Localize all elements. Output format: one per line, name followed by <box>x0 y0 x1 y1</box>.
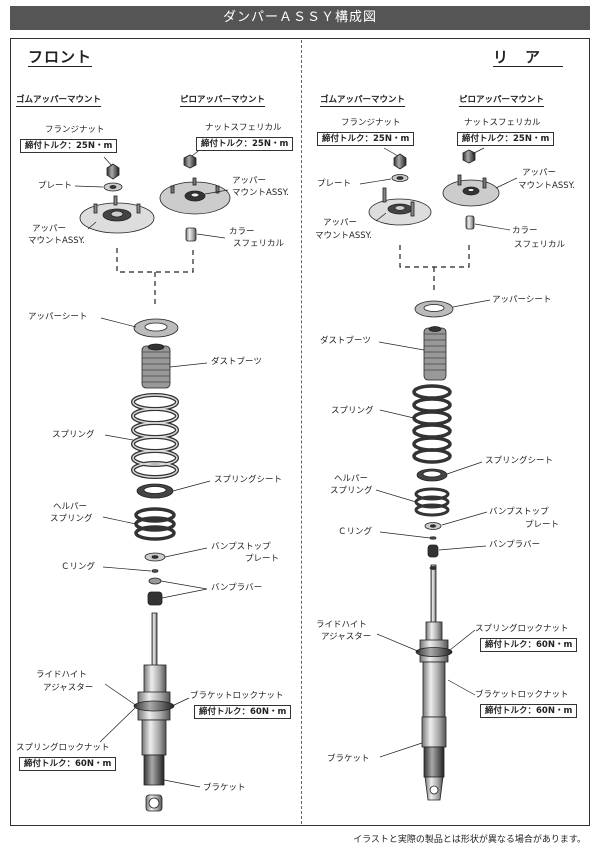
rear-dust-boots <box>423 326 447 381</box>
front-rubber-mount-heading: ゴムアッパーマウント <box>16 95 102 107</box>
rear-pillow-mount-assy-line1: アッパー <box>522 168 557 178</box>
rear-upper-seat-label: アッパーシート <box>492 295 552 305</box>
disclaimer-note: イラストと実際の製品とは形状が異なる場合があります。 <box>353 835 586 845</box>
rear-nut-spherical-label: ナットスフェリカル <box>464 118 541 128</box>
rear-rubber-mount-assy-line2: マウントASSY. <box>315 231 372 241</box>
rear-bracket-label: ブラケット <box>327 754 370 764</box>
center-divider <box>301 40 302 824</box>
rear-bracket-lock-nut-torque: 締付トルク：60N・m <box>480 704 578 718</box>
diagram-frame <box>10 38 590 826</box>
rear-ride-height-line1: ライドハイト <box>316 620 367 630</box>
rear-nut-spherical <box>462 149 476 164</box>
rear-helper-spring-line1: ヘルパー <box>334 474 369 484</box>
front-assembly <box>79 154 231 812</box>
rear-plate-label: プレート <box>317 179 352 189</box>
front-ride-height-line2: アジャスター <box>43 683 94 693</box>
rear-rubber-mount-heading: ゴムアッパーマウント <box>320 95 406 107</box>
front-ride-height-line1: ライドハイト <box>36 670 87 680</box>
rear-heading: リ ア <box>493 48 563 67</box>
front-collar-spherical <box>185 227 197 242</box>
front-collar-line2: スフェリカル <box>233 239 285 249</box>
front-bump-stop-plate-line2: プレート <box>245 554 280 564</box>
front-collar-line1: カラー <box>229 227 255 237</box>
rear-collar-spherical <box>465 215 475 230</box>
front-flange-nut-torque: 締付トルク：25N・m <box>20 139 118 153</box>
rear-spring-lock-nut-label: スプリングロックナット <box>475 624 569 634</box>
front-helper-spring-line1: ヘルパー <box>53 502 88 512</box>
rear-shock-body <box>415 564 453 801</box>
front-flange-nut-label: フランジナット <box>45 125 105 135</box>
front-nut-spherical-torque: 締付トルク：25N・m <box>196 137 294 151</box>
rear-flange-nut-label: フランジナット <box>341 118 401 128</box>
rear-c-ring <box>429 536 437 540</box>
front-spring-seat-label: スプリングシート <box>214 475 283 485</box>
rear-bump-stop-plate-line1: バンプストップ <box>489 507 549 517</box>
rear-spring-seat-label: スプリングシート <box>485 456 554 466</box>
front-bump-rubber-label: バンプラバー <box>211 583 263 593</box>
leader-lines <box>74 147 518 788</box>
rear-spring-label: スプリング <box>331 406 374 416</box>
front-helper-spring-line2: スプリング <box>50 514 93 524</box>
rear-ride-height-line2: アジャスター <box>321 632 372 642</box>
front-pillow-mount-assy-line1: アッパー <box>232 176 267 186</box>
front-dust-boots-label: ダストブーツ <box>211 357 262 367</box>
rear-assembly <box>368 149 500 801</box>
front-upper-seat-label: アッパーシート <box>28 312 88 322</box>
front-bracket-lock-nut-torque: 締付トルク：60N・m <box>194 705 292 719</box>
page-title: ダンパーＡＳＳＹ構成図 <box>10 6 590 30</box>
front-bracket-label: ブラケット <box>203 783 246 793</box>
front-pillow-mount-assy-line2: マウントASSY. <box>232 188 289 198</box>
front-shock-body <box>133 612 175 812</box>
rear-flange-nut <box>393 153 407 170</box>
front-pillow-mount-heading: ピロアッパーマウント <box>180 95 266 107</box>
front-bump-rubber <box>147 591 163 606</box>
rear-c-ring-label: Ｃリング <box>338 527 373 537</box>
rear-flange-nut-torque: 締付トルク：25N・m <box>317 132 415 146</box>
rear-collar-line1: カラー <box>512 226 538 236</box>
front-rubber-mount-assy-line2: マウントASSY. <box>28 236 85 246</box>
front-helper-spring <box>134 507 176 541</box>
front-bump-stop-plate-line1: バンプストップ <box>211 542 271 552</box>
front-c-ring <box>151 569 159 573</box>
rear-helper-spring <box>414 487 450 517</box>
rear-bump-rubber-label: バンプラバー <box>489 540 541 550</box>
rear-spring <box>412 384 452 464</box>
rear-collar-line2: スフェリカル <box>514 240 566 250</box>
front-heading: フロント <box>28 48 93 67</box>
rear-helper-spring-line2: スプリング <box>330 486 373 496</box>
rear-nut-spherical-torque: 締付トルク：25N・m <box>457 132 555 146</box>
rear-spring-lock-nut-torque: 締付トルク：60N・m <box>480 638 578 652</box>
front-spring-label: スプリング <box>52 430 95 440</box>
rear-dust-boots-label: ダストブーツ <box>320 336 371 346</box>
front-plate-label: プレート <box>38 181 73 191</box>
rear-rubber-mount-assy-line1: アッパー <box>323 218 358 228</box>
front-rubber-mount-assy-line1: アッパー <box>32 224 67 234</box>
rear-bracket-lock-nut-label: ブラケットロックナット <box>475 690 569 700</box>
rear-bump-rubber <box>427 544 439 558</box>
rear-pillow-mount-assy-line2: マウントASSY. <box>518 181 575 191</box>
rear-bump-stop-plate-line2: プレート <box>525 520 560 530</box>
rear-pillow-mount-heading: ピロアッパーマウント <box>459 95 545 107</box>
front-dust-boots <box>141 343 171 389</box>
front-c-ring-label: Ｃリング <box>61 562 96 572</box>
front-spring-lock-nut-label: スプリングロックナット <box>16 743 110 753</box>
front-flange-nut <box>106 163 120 180</box>
front-bracket-lock-nut-label: ブラケットロックナット <box>190 691 284 701</box>
front-nut-spherical <box>183 154 197 169</box>
front-nut-spherical-label: ナットスフェリカル <box>205 123 282 133</box>
front-spring-lock-nut-torque: 締付トルク：60N・m <box>19 757 117 771</box>
